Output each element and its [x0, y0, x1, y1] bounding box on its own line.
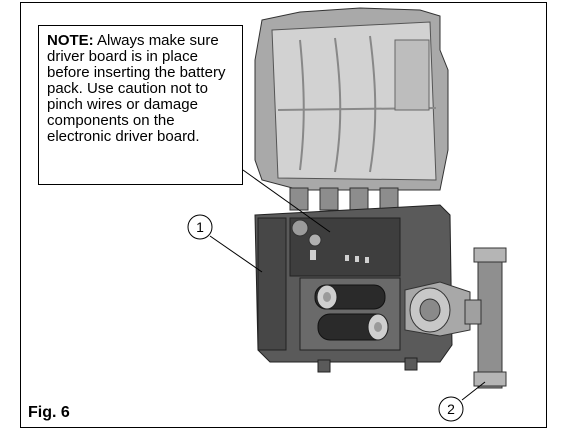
note-heading: NOTE:	[47, 32, 94, 49]
note-body: Always make sure driver board is in plac…	[47, 32, 226, 145]
hinged-cover	[254, 7, 449, 191]
callout-1: 1	[187, 214, 213, 240]
callout-2-leader	[461, 381, 486, 401]
callout-1-number: 1	[196, 219, 204, 235]
battery-pack	[314, 284, 389, 341]
callout-2-number: 2	[447, 401, 455, 417]
callout-2: 2	[438, 396, 464, 422]
housing	[254, 204, 453, 373]
note-box: NOTE: Always make sure driver board is i…	[38, 25, 243, 185]
figure-label: Fig. 6	[28, 404, 70, 421]
callout-1-leader	[209, 235, 263, 273]
hinge	[289, 187, 399, 211]
note-leader-line	[242, 169, 331, 233]
solenoid-valve	[404, 247, 507, 389]
